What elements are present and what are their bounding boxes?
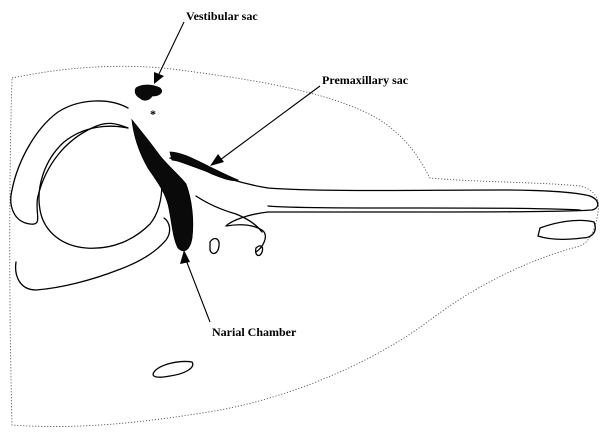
head-outline	[10, 66, 599, 426]
asterisk-marker: *	[150, 107, 156, 121]
premaxillary-sac	[170, 152, 238, 181]
rostrum-mid	[268, 206, 580, 210]
vestibular-sac	[135, 85, 161, 100]
mandible-tip	[538, 220, 595, 239]
bone-fragment-1	[210, 239, 219, 254]
premaxillary-sac-label: Premaxillary sac	[322, 73, 409, 87]
cranium-lower	[16, 218, 170, 290]
narial-arrowhead	[180, 250, 190, 264]
narial-arrow-line	[186, 260, 210, 322]
premaxillary-arrow-line	[220, 86, 320, 160]
rostrum-upper	[170, 158, 598, 212]
cranium-outer	[11, 101, 128, 224]
vestibular-sac-label: Vestibular sac	[186, 9, 258, 23]
premaxillary-arrowhead	[210, 154, 224, 166]
narial-chamber-label: Narial Chamber	[212, 325, 297, 339]
bone-fragment-3	[153, 361, 193, 377]
vestibular-arrow-line	[158, 22, 184, 76]
